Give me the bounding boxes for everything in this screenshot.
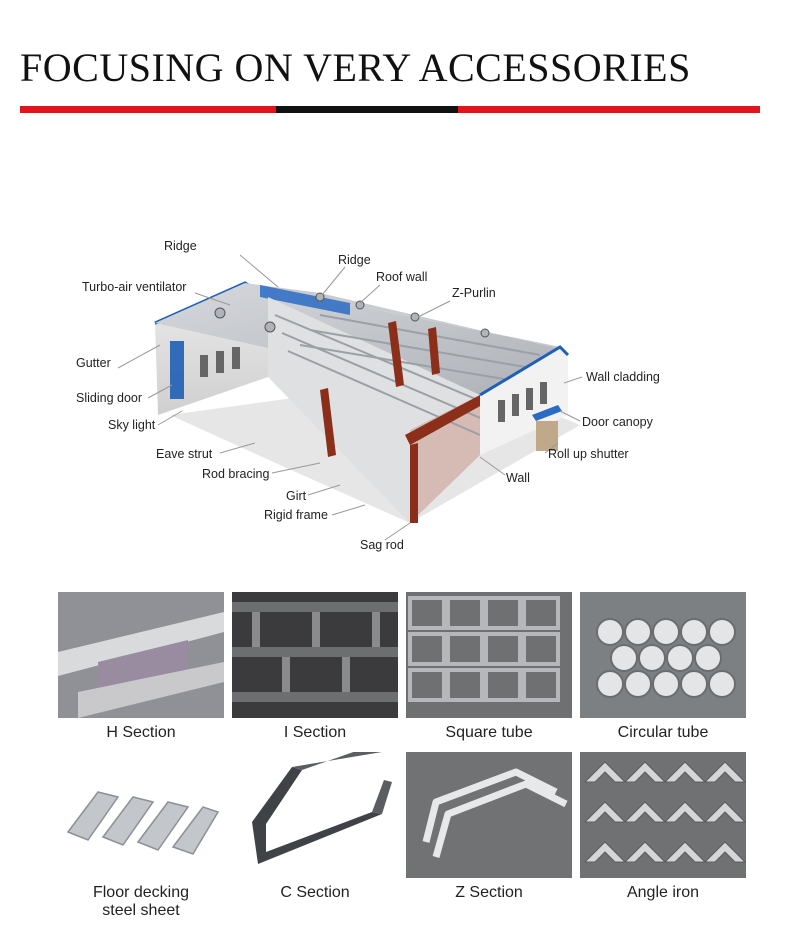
label-rod-bracing: Rod bracing xyxy=(202,467,269,481)
caption-i-section: I Section xyxy=(283,724,347,741)
label-wall: Wall xyxy=(506,471,530,485)
c-section-image xyxy=(232,752,398,878)
z-section-image xyxy=(406,752,572,878)
label-ridge-1: Ridge xyxy=(164,239,197,253)
label-wall-cladding: Wall cladding xyxy=(586,370,660,384)
label-sky-light: Sky light xyxy=(108,418,156,432)
caption-circular-tube: Circular tube xyxy=(617,724,709,741)
label-turbo-air-ventilator: Turbo-air ventilator xyxy=(82,280,186,294)
window xyxy=(526,388,533,410)
floor-decking-image xyxy=(58,752,224,878)
rigid-frame-members xyxy=(320,321,482,523)
label-rigid-frame: Rigid frame xyxy=(264,508,328,522)
window xyxy=(512,394,519,416)
circular-tube-image xyxy=(580,592,746,718)
label-z-purlin: Z-Purlin xyxy=(452,286,496,300)
label-ridge-2: Ridge xyxy=(338,253,371,267)
caption-floor-decking: Floor decking steel sheet xyxy=(58,884,224,920)
caption-angle-iron: Angle iron xyxy=(626,884,700,901)
leader-lines xyxy=(117,254,583,541)
label-sag-rod: Sag rod xyxy=(360,538,404,552)
roll-up-shutter-shape xyxy=(536,421,558,451)
ventilators xyxy=(214,292,490,338)
right-gable-wall xyxy=(480,347,568,455)
caption-floor-decking-line2: steel sheet xyxy=(102,902,180,919)
i-section-image xyxy=(232,592,398,718)
label-girt: Girt xyxy=(286,489,307,503)
steel-building-diagram: Ridge Turbo-air ventilator Ridge Roof wa… xyxy=(20,205,780,585)
front-wall xyxy=(268,297,480,523)
label-eave-strut: Eave strut xyxy=(156,447,213,461)
window xyxy=(232,347,240,369)
label-gutter: Gutter xyxy=(76,356,111,370)
window xyxy=(216,351,224,373)
label-roof-wall: Roof wall xyxy=(376,270,427,284)
h-section-image xyxy=(58,592,224,718)
window xyxy=(498,400,505,422)
caption-floor-decking-line1: Floor decking xyxy=(92,884,190,901)
sliding-door-frame xyxy=(170,341,184,399)
title-underline-right xyxy=(458,106,760,113)
label-door-canopy: Door canopy xyxy=(582,415,654,429)
label-sliding-door: Sliding door xyxy=(76,391,142,405)
label-roll-up-shutter: Roll up shutter xyxy=(548,447,629,461)
caption-h-section: H Section xyxy=(106,724,176,741)
title-underline-left xyxy=(20,106,276,113)
right-gable-edge xyxy=(479,345,570,397)
window xyxy=(200,355,208,377)
caption-z-section: Z Section xyxy=(455,884,523,901)
caption-square-tube: Square tube xyxy=(445,724,533,741)
building-illustration: Ridge Turbo-air ventilator Ridge Roof wa… xyxy=(76,239,660,552)
page-title: FOCUSING ON VERY ACCESSORIES xyxy=(20,45,691,90)
square-tube-image xyxy=(406,592,572,718)
angle-iron-image xyxy=(580,752,746,878)
title-underline-middle xyxy=(276,106,458,113)
window xyxy=(540,382,547,404)
door-canopy-shape xyxy=(532,405,562,421)
caption-c-section: C Section xyxy=(280,884,350,901)
purlin-lines xyxy=(274,314,541,436)
ridge-cap xyxy=(260,285,350,315)
